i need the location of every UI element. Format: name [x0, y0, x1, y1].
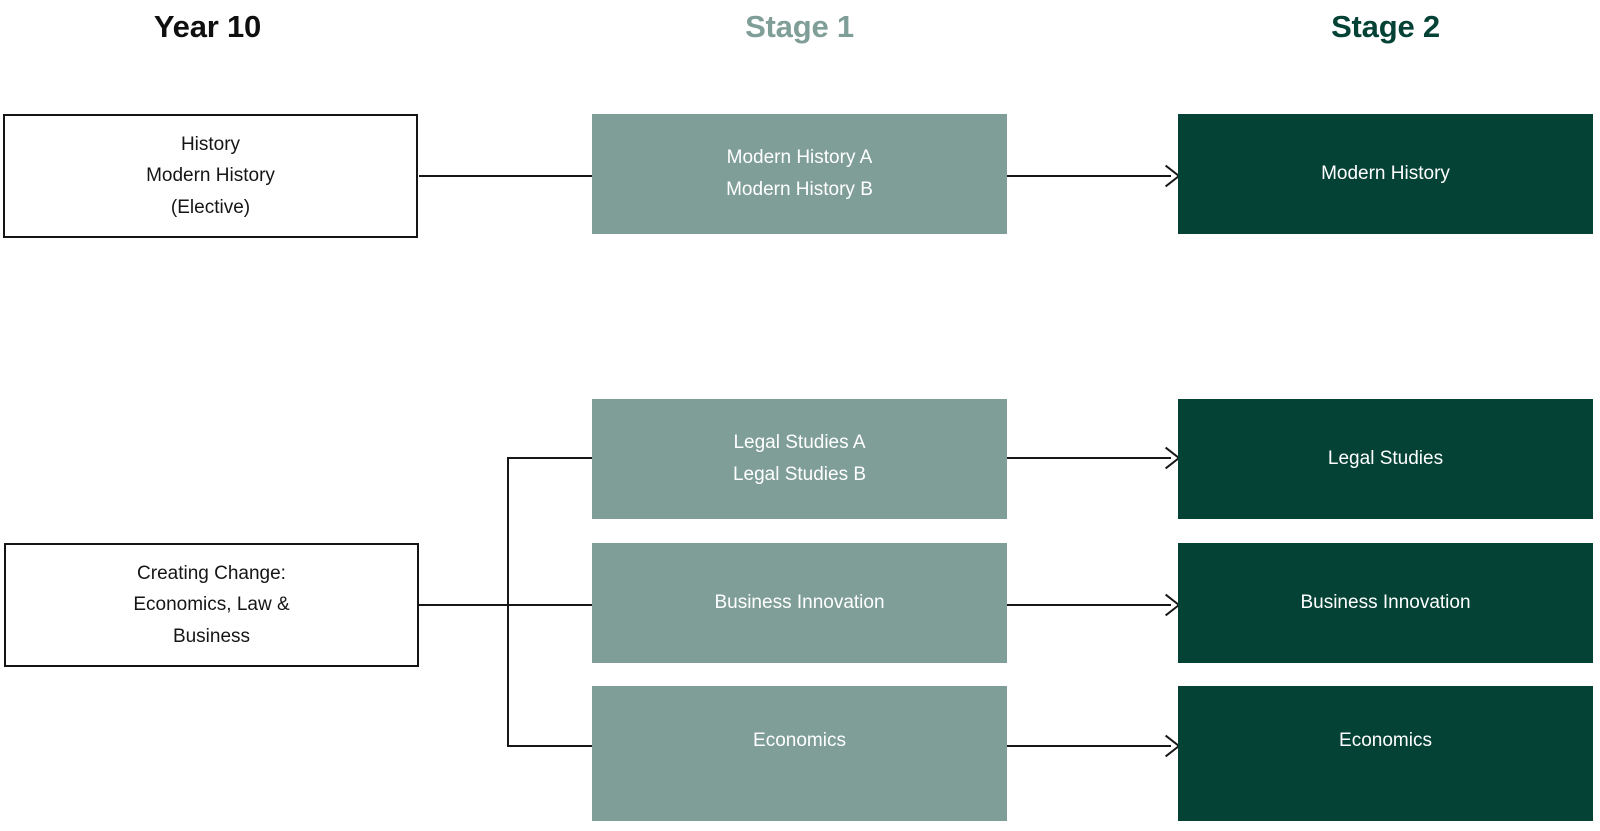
connector-branch-spine: [507, 457, 509, 745]
column-header-stage-1: Stage 1: [745, 9, 854, 44]
arrow-icon: [1162, 175, 1176, 189]
node-label: Modern History: [1321, 163, 1450, 185]
node-year10-creating-change[interactable]: Creating Change: Economics, Law & Busine…: [4, 543, 419, 667]
connector-branch-to-economics: [507, 745, 592, 747]
column-header-year-10: Year 10: [153, 9, 262, 44]
node-stage1-business-innovation[interactable]: Business Innovation: [592, 543, 1007, 663]
node-stage1-legal-studies[interactable]: Legal Studies A Legal Studies B: [592, 399, 1007, 519]
node-label: Business Innovation: [714, 592, 885, 614]
connector-modern-history-stage1-to-stage2: [1007, 175, 1171, 177]
node-label: Modern History A Modern History B: [726, 147, 873, 200]
connector-branch-to-business-innovation: [507, 604, 592, 606]
node-label: Business Innovation: [1300, 592, 1471, 614]
arrow-icon: [1162, 745, 1176, 759]
connector-legal-studies-stage1-to-stage2: [1007, 457, 1171, 459]
connector-branch-to-legal-studies: [507, 457, 592, 459]
node-stage2-legal-studies[interactable]: Legal Studies: [1178, 399, 1593, 519]
node-label: Legal Studies A Legal Studies B: [732, 432, 867, 485]
connector-economics-stage1-to-stage2: [1007, 745, 1171, 747]
node-label: Economics: [753, 729, 846, 751]
node-stage1-economics[interactable]: Economics: [592, 686, 1007, 821]
node-label: Economics: [1339, 729, 1432, 751]
node-stage2-modern-history[interactable]: Modern History: [1178, 114, 1593, 234]
connector-business-innovation-stage1-to-stage2: [1007, 604, 1171, 606]
node-label: Creating Change: Economics, Law & Busine…: [133, 562, 290, 647]
node-label: Legal Studies: [1327, 448, 1444, 470]
node-year10-history[interactable]: History Modern History (Elective): [3, 114, 418, 238]
connector-creating-change-stem: [419, 604, 509, 606]
column-header-stage-2: Stage 2: [1331, 9, 1440, 44]
arrow-icon: [1162, 457, 1176, 471]
connector-history-to-modern-history: [419, 175, 592, 177]
node-stage2-economics[interactable]: Economics: [1178, 686, 1593, 821]
arrow-icon: [1162, 604, 1176, 618]
node-stage1-modern-history[interactable]: Modern History A Modern History B: [592, 114, 1007, 234]
node-label: History Modern History (Elective): [146, 133, 275, 218]
node-stage2-business-innovation[interactable]: Business Innovation: [1178, 543, 1593, 663]
